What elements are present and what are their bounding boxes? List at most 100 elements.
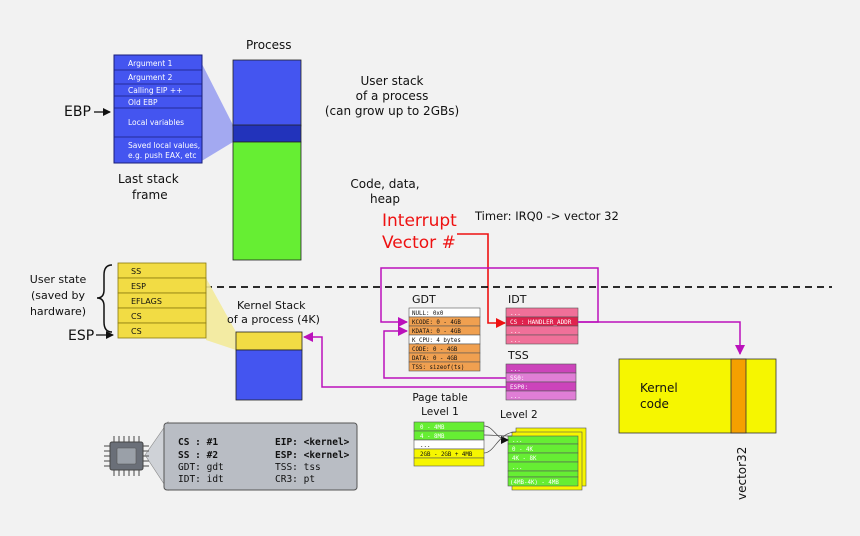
level1-link-1 <box>483 425 509 444</box>
frame-zoom-wedge <box>200 60 233 162</box>
cpu-gdt: GDT: gdt <box>178 462 224 473</box>
level2-row-2: 0 - 4K <box>512 447 533 453</box>
user-stack-label-1: User stack <box>360 74 423 88</box>
idt-row-3: ... <box>510 328 521 335</box>
control-flow-arrows <box>303 267 745 388</box>
level2-row-6: (4MB-4K) - 4MB <box>510 480 559 486</box>
page-tables: Page table Level 1 Level 2 0 - 4MB 4 - 8… <box>412 392 587 491</box>
frame-cell-calling-eip: Calling EIP ++ <box>128 86 182 95</box>
gdt-row-code: CODE: 0 - 4GB <box>412 347 458 353</box>
cpu-esp: ESP: <kernel> <box>275 450 350 461</box>
tss-table: TSS ... SS0: ESP0: ... <box>505 349 577 401</box>
frame-cell-saved-values-2: e.g. push EAX, etc <box>128 151 197 160</box>
frame-caption-2: frame <box>132 188 168 202</box>
current-frame-block <box>232 124 302 143</box>
kernel-code-label-2: code <box>640 397 669 411</box>
gdt-table: GDT NULL: 0x0 KCODE: 0 - 4GB KDATA: 0 - … <box>408 293 481 372</box>
cpu-tss: TSS: tss <box>275 462 321 473</box>
kernel-code-label-1: Kernel <box>640 381 678 395</box>
user-state-eflags: EFLAGS <box>131 297 162 306</box>
gdt-row-kdata: KDATA: 0 - 4GB <box>412 329 461 335</box>
idt-table: IDT ... CS : HANDLER_ADDR ... ... <box>505 293 579 345</box>
user-state-cs-1: CS <box>131 312 142 321</box>
code-label-2: heap <box>370 192 400 206</box>
gdt-row-null: NULL: 0x0 <box>412 311 444 317</box>
user-stack-block <box>232 59 302 127</box>
level1-row-4: 2GB - 2GB + 4MB <box>420 452 473 458</box>
interrupt-label-2: Vector # <box>382 233 456 253</box>
user-state-label-1: User state <box>30 273 87 286</box>
level2-row-1: ... <box>512 438 522 444</box>
kernel-stack-saved-state <box>235 331 303 351</box>
user-state-cs-2: CS <box>131 327 142 336</box>
cpu-cr3: CR3: pt <box>275 474 315 485</box>
kernel-stack: Kernel Stack of a process (4K) <box>227 299 320 401</box>
frame-cell-local-variables: Local variables <box>128 118 184 127</box>
esp-label: ESP <box>68 328 94 344</box>
tss-row-1: ... <box>510 366 521 373</box>
user-state-brace <box>96 264 113 333</box>
page-table-title-1: Page table <box>412 392 467 404</box>
tss-row-esp0: ESP0: <box>510 384 528 391</box>
kernel-stack-label-1: Kernel Stack <box>237 299 306 312</box>
user-state-label-2: (saved by <box>31 289 86 302</box>
interrupt-arrow <box>457 233 506 328</box>
idt-row-4: ... <box>510 337 521 344</box>
code-label-1: Code, data, <box>350 177 419 191</box>
vector32-handler-block <box>730 358 747 434</box>
kernel-code: Kernel code vector32 <box>618 358 777 500</box>
code-data-heap-block <box>232 141 302 261</box>
user-state-esp: ESP <box>131 282 146 291</box>
process-column: Process User stack of a process (can gro… <box>232 38 459 261</box>
user-state-label-3: hardware) <box>30 305 86 318</box>
gdt-row-data: DATA: 0 - 4GB <box>412 356 458 362</box>
user-state: User state (saved by hardware) ESP SS ES… <box>30 262 236 350</box>
interrupt-label-1: Interrupt <box>382 211 457 231</box>
level1-row-2: 4 - 8MB <box>420 434 445 440</box>
level2-row-4: ... <box>512 465 522 471</box>
tss-row-4: ... <box>510 393 521 400</box>
level2-row-3: 4K - 8K <box>512 456 537 462</box>
cpu-register-panel <box>163 422 358 491</box>
frame-caption-1: Last stack <box>118 172 179 186</box>
gdt-row-tss: TSS: sizeof(ts) <box>412 365 464 371</box>
user-stack-label-3: (can grow up to 2GBs) <box>325 104 459 118</box>
idt-to-kernel-code-arrow <box>578 321 745 355</box>
cpu-eip: EIP: <kernel> <box>275 437 350 448</box>
level1-link-3 <box>483 431 517 454</box>
frame-cell-old-ebp: Old EBP <box>128 98 158 107</box>
cpu: CS : #1 SS : #2 GDT: gdt IDT: idt EIP: <… <box>104 421 358 492</box>
kernel-stack-label-2: of a process (4K) <box>227 313 320 326</box>
gdt-title: GDT <box>412 293 436 306</box>
frame-cell-argument-1: Argument 1 <box>128 59 173 68</box>
level1-link-2 <box>483 434 513 437</box>
page-table-title-2: Level 1 <box>421 406 459 418</box>
gdt-row-kcode: KCODE: 0 - 4GB <box>412 320 461 326</box>
kernel-code-block <box>618 358 777 434</box>
frame-cell-saved-values-1: Saved local values, <box>128 141 200 150</box>
idt-row-1: ... <box>510 310 521 317</box>
last-stack-frame: Argument 1 Argument 2 Calling EIP ++ Old… <box>64 54 233 202</box>
cpu-chip-icon <box>104 436 149 476</box>
user-stack-label-2: of a process <box>356 89 429 103</box>
cpu-idt: IDT: idt <box>178 474 224 485</box>
level1-row-3: ... <box>420 443 430 449</box>
idt-row-handler: CS : HANDLER_ADDR <box>510 319 572 326</box>
vector32-label: vector32 <box>735 447 749 500</box>
idt-title: IDT <box>508 293 527 306</box>
frame-box <box>113 54 203 164</box>
tss-esp0-to-kernel-stack-arrow <box>303 332 506 388</box>
timer-label: Timer: IRQ0 -> vector 32 <box>474 209 619 223</box>
ebp-label: EBP <box>64 104 91 120</box>
process-title: Process <box>246 38 292 52</box>
page-table-level2-title: Level 2 <box>500 409 538 421</box>
kernel-stack-block <box>235 349 303 401</box>
user-state-zoom-wedge <box>206 278 236 350</box>
gdt-row-kcpu: K_CPU: 4 bytes <box>412 338 461 344</box>
user-state-ss: SS <box>131 267 141 276</box>
cpu-cs: CS : #1 <box>178 437 218 448</box>
interrupt-vector: Interrupt Vector # Timer: IRQ0 -> vector… <box>382 209 619 328</box>
level1-row-1: 0 - 4MB <box>420 425 445 431</box>
cpu-ss: SS : #2 <box>178 450 218 461</box>
